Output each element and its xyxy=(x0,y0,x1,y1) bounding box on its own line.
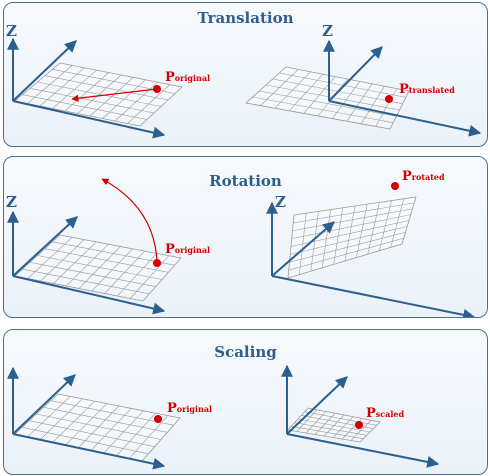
grid-line xyxy=(291,426,364,439)
y-axis xyxy=(271,221,335,277)
grid-line xyxy=(50,400,174,426)
rotation-arc-arrow xyxy=(101,178,158,262)
rotation-scene: Z Poriginal Z Protated xyxy=(6,169,476,317)
grid-line xyxy=(44,75,169,101)
grid-line xyxy=(252,96,394,123)
y-axis xyxy=(12,40,77,102)
z-axis-label: Z xyxy=(6,193,17,211)
panel-title: Rotation xyxy=(209,172,282,190)
panel-title: Translation xyxy=(197,9,294,27)
point-label: Protated xyxy=(402,169,445,184)
grid-line xyxy=(289,231,406,263)
grid-line xyxy=(304,411,377,426)
z-axis-label: Z xyxy=(275,193,286,211)
grid-line xyxy=(291,214,411,239)
point-label: Poriginal xyxy=(167,401,212,416)
grid-plane xyxy=(287,196,417,279)
grid-line xyxy=(293,202,415,224)
x-axis xyxy=(12,100,166,139)
grid-line xyxy=(292,208,413,232)
grid-line xyxy=(36,413,162,440)
panel-title: Scaling xyxy=(214,343,277,361)
y-axis xyxy=(12,216,78,277)
translation-arrow xyxy=(71,88,158,102)
grid-plane xyxy=(14,62,183,127)
grid-line xyxy=(37,81,162,107)
grid-outline xyxy=(245,66,410,130)
grid-line xyxy=(37,255,163,280)
grid-line xyxy=(43,407,168,433)
grid-line xyxy=(29,420,155,447)
point-marker xyxy=(153,259,161,267)
grid-line xyxy=(22,427,149,455)
grid-line xyxy=(294,422,367,436)
translation-panel: Translation Z Poriginal Z Ptranslated xyxy=(3,2,488,147)
x-axis xyxy=(328,100,482,137)
point-marker xyxy=(355,421,363,429)
point-marker xyxy=(391,182,399,190)
grid-plane xyxy=(14,234,182,302)
x-axis xyxy=(12,275,166,315)
scaling-scene: Poriginal Pscaled xyxy=(6,364,440,470)
x-axis xyxy=(286,433,440,468)
grid-line xyxy=(279,72,406,98)
rotation-panel: Rotation Z Poriginal Z Protated xyxy=(3,156,488,318)
scaling-panel: Scaling Poriginal Pscaled xyxy=(3,329,488,475)
grid-plane xyxy=(287,407,381,443)
x-axis xyxy=(271,275,476,317)
grid-line xyxy=(22,94,148,120)
grid-line xyxy=(44,248,169,273)
grid-line xyxy=(29,262,156,287)
grid-line xyxy=(288,237,404,271)
translation-scene: Z Poriginal Z Ptranslated xyxy=(6,22,482,139)
point-label: Poriginal xyxy=(165,70,210,85)
point-label: Pscaled xyxy=(366,406,404,421)
x-axis xyxy=(12,433,166,470)
grid-line xyxy=(290,226,408,255)
grid-outline xyxy=(287,196,417,279)
point-marker xyxy=(154,415,162,423)
z-axis-label: Z xyxy=(322,22,333,40)
grid-line xyxy=(297,418,371,433)
y-axis xyxy=(286,376,348,435)
grid-outline xyxy=(14,234,182,302)
grid-line xyxy=(259,90,397,117)
y-axis xyxy=(12,374,76,435)
grid-line xyxy=(29,88,155,114)
y-axis xyxy=(328,46,383,102)
z-axis-label: Z xyxy=(6,22,17,40)
point-label: Ptranslated xyxy=(399,82,455,97)
point-marker xyxy=(153,85,161,93)
point-marker xyxy=(385,95,393,103)
point-label: Poriginal xyxy=(165,242,210,257)
grid-line xyxy=(22,268,150,295)
grid-plane xyxy=(245,66,410,130)
grid-outline xyxy=(14,62,183,127)
